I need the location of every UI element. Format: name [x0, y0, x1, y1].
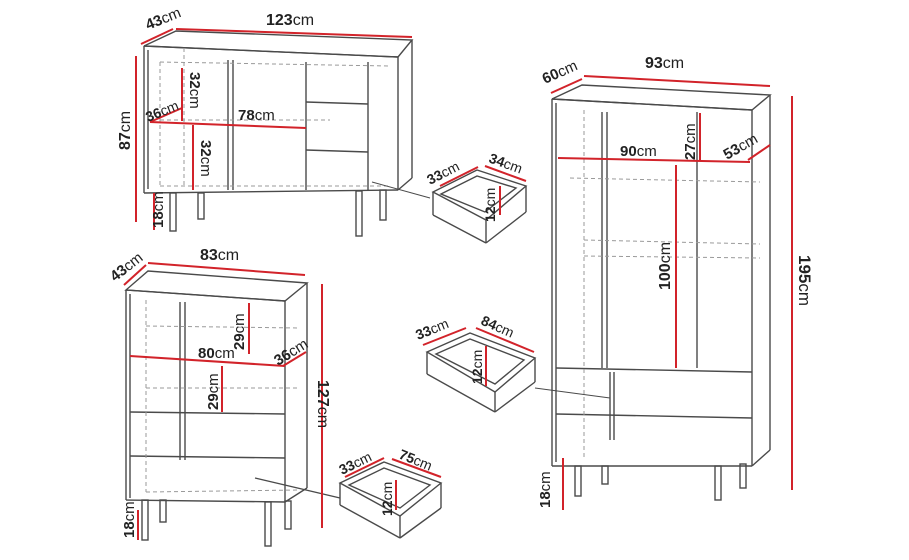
highboard-height-label: 127cm [314, 380, 331, 428]
wardrobe-leader [534, 387, 611, 399]
wardrobe-inner-depth-label: 53cm [721, 130, 761, 163]
highboard-depth-label: 43cm [107, 249, 146, 285]
wardrobe-hidden-lines [569, 110, 761, 458]
highboard-width-label: 83cm [200, 247, 239, 264]
highboard-dimension-lines [123, 262, 323, 540]
wardrobe-top-shelf-label: 27cm [682, 123, 699, 160]
wardrobe-hanging-label: 100cm [657, 242, 674, 290]
sideboard-hidden-lines [159, 48, 390, 187]
highboard-shelf-upper-label: 29cm [231, 313, 248, 350]
highboard-drawing [124, 270, 341, 547]
sideboard-inner-depth-label: 36cm [143, 97, 181, 125]
sideboard-inner-width-label: 78cm [238, 107, 275, 124]
highboard-shelf-lower-label: 29cm [205, 373, 222, 410]
highboard-drawer-depth-label: 33cm [336, 448, 374, 477]
highboard-drawer-dimension-lines [344, 457, 442, 510]
wardrobe-depth-label: 60cm [540, 57, 580, 87]
highboard-drawer-width-label: 75cm [397, 446, 435, 474]
wardrobe-leg-label: 18cm [537, 471, 554, 508]
sideboard-drawer-height-label: 12cm [482, 188, 498, 222]
sideboard-depth-label: 43cm [143, 4, 183, 34]
wardrobe-drawer-height-label: 12cm [469, 350, 485, 384]
highboard-leg-label: 18cm [121, 501, 138, 538]
sideboard-drawing [143, 30, 414, 237]
sideboard-leg-label: 18cm [150, 191, 167, 228]
sideboard-width-label: 123cm [266, 12, 314, 29]
highboard-inner-width-label: 80cm [198, 345, 235, 362]
wardrobe-height-label: 195cm [795, 255, 814, 306]
sideboard-drawer-depth-label: 33cm [424, 158, 462, 188]
wardrobe-width-label: 93cm [645, 55, 684, 72]
wardrobe-drawer-dimension-lines [422, 327, 535, 386]
highboard-drawer-height-label: 12cm [379, 482, 395, 516]
sideboard-shelf-upper-label: 32cm [186, 72, 203, 109]
sideboard-shelf-lower-label: 32cm [197, 140, 214, 177]
sideboard-drawer-width-label: 34cm [487, 150, 525, 177]
highboard-drawer-drawing [338, 461, 443, 539]
sideboard-drawer-dimension-lines [439, 165, 527, 215]
wardrobe-inner-width-label: 90cm [620, 143, 657, 160]
wardrobe-drawer-width-label: 84cm [479, 312, 517, 341]
highboard-inner-depth-label: 36cm [271, 336, 311, 370]
wardrobe-drawer-drawing [425, 332, 537, 413]
wardrobe-dimension-lines [550, 75, 793, 510]
sideboard-leader [371, 181, 431, 199]
sideboard-dimension-lines [135, 28, 413, 230]
sideboard-drawer-drawing [431, 169, 528, 244]
wardrobe-drawing [551, 84, 772, 501]
wardrobe-drawer-depth-label: 33cm [413, 315, 451, 343]
sideboard-height-label: 87cm [117, 111, 134, 150]
